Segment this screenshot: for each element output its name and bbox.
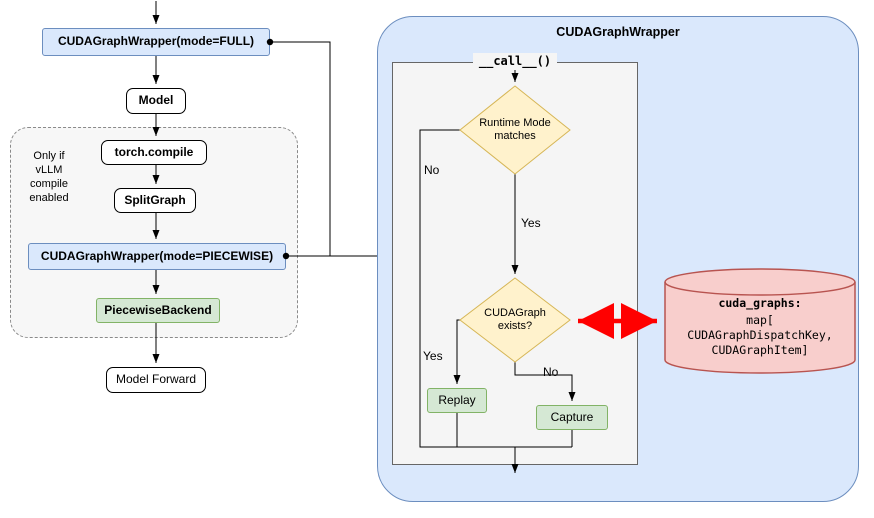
node-wrapper-full-label: CUDAGraphWrapper(mode=FULL) — [57, 34, 255, 49]
label-yes-exists: Yes — [423, 349, 443, 363]
compile-note: Only if vLLM compile enabled — [29, 150, 69, 204]
label-no-runtime: No — [424, 163, 440, 177]
node-replay-label: Replay — [438, 392, 476, 407]
node-wrapper-piecewise-label: CUDAGraphWrapper(mode=PIECEWISE) — [40, 248, 274, 263]
datastore-name: cuda_graphs: — [718, 296, 802, 310]
node-piecewise-backend: PiecewiseBackend — [96, 298, 220, 323]
label-no-exists: No — [543, 365, 559, 379]
node-model: Model — [126, 88, 186, 114]
container-title: CUDAGraphWrapper — [556, 25, 680, 39]
label-yes-runtime: Yes — [521, 216, 541, 230]
node-torch-compile: torch.compile — [101, 140, 207, 165]
node-capture-label: Capture — [550, 409, 594, 424]
node-split-graph-label: SplitGraph — [124, 192, 186, 207]
node-replay: Replay — [427, 388, 487, 413]
decision-runtime-label: Runtime Mode matches — [479, 117, 551, 142]
node-torch-compile-label: torch.compile — [114, 144, 194, 159]
node-model-label: Model — [138, 93, 174, 108]
node-wrapper-piecewise: CUDAGraphWrapper(mode=PIECEWISE) — [28, 243, 286, 270]
datastore-type: map[ CUDAGraphDispatchKey, CUDAGraphItem… — [687, 313, 833, 357]
node-split-graph: SplitGraph — [114, 188, 196, 213]
node-model-forward-label: Model Forward — [115, 372, 197, 387]
node-model-forward: Model Forward — [106, 367, 206, 393]
node-capture: Capture — [536, 405, 608, 430]
node-wrapper-full: CUDAGraphWrapper(mode=FULL) — [42, 28, 270, 56]
decision-exists-label: CUDAGraph exists? — [484, 307, 546, 332]
node-piecewise-backend-label: PiecewiseBackend — [104, 302, 212, 317]
call-label: __call__() — [473, 53, 557, 69]
